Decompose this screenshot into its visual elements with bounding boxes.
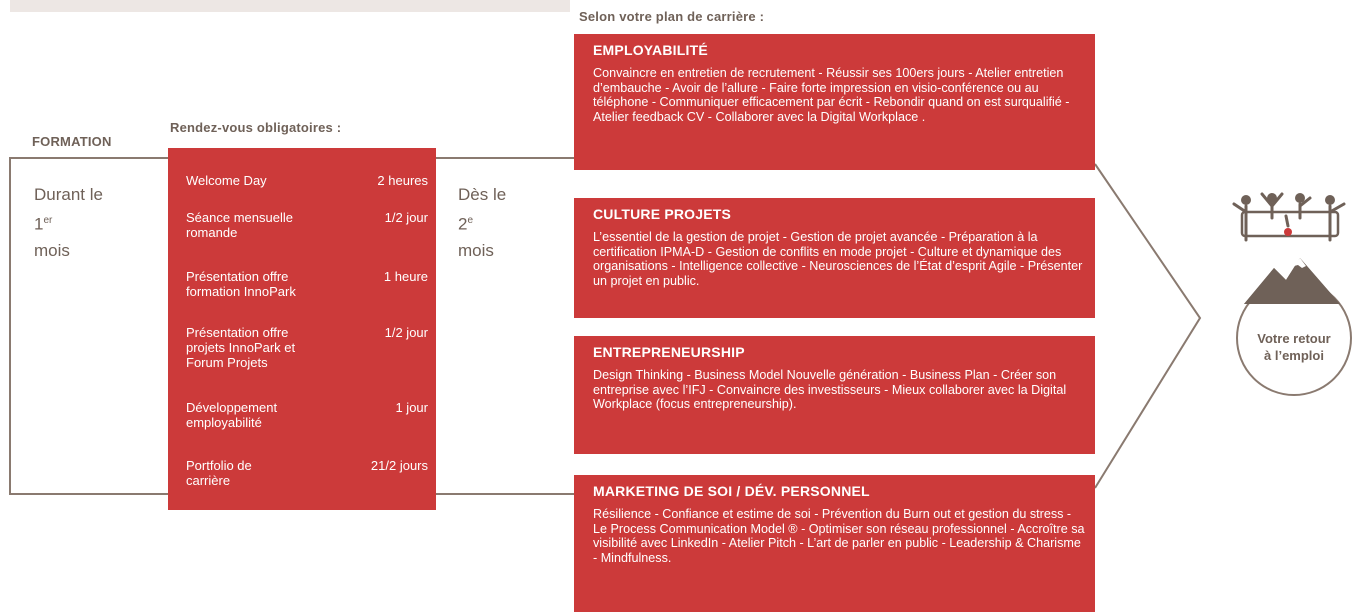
card-entrepreneurship: ENTREPRENEURSHIP Design Thinking - Busin… (574, 336, 1095, 454)
goal-label: Votre retour à l’emploi (1257, 331, 1331, 363)
card-body: Design Thinking - Business Model Nouvell… (593, 368, 1067, 411)
card-title: CULTURE PROJETS (593, 206, 732, 222)
mountain-peak-icon (1244, 258, 1340, 304)
rdv-heading: Rendez-vous obligatoires : (170, 120, 342, 135)
card-employabilite: EMPLOYABILITÉ Convaincre en entretien de… (574, 34, 1095, 170)
formation-label: FORMATION (32, 134, 112, 149)
team-icon (1232, 192, 1346, 242)
card-title: ENTREPRENEURSHIP (593, 344, 745, 360)
career-plan-heading: Selon votre plan de carrière : (579, 9, 765, 24)
rdv-panel: Welcome Day 2 heures Séance mensuelle ro… (168, 148, 436, 510)
card-body: Résilience - Confiance et estime de soi … (593, 507, 1085, 565)
card-title: EMPLOYABILITÉ (593, 42, 708, 58)
top-band (10, 0, 570, 12)
second-month-label: Dès le 2e mois (458, 185, 507, 260)
card-culture-projets: CULTURE PROJETS L’essentiel de la gestio… (574, 198, 1095, 318)
card-body: L’essentiel de la gestion de projet - Ge… (593, 230, 1083, 288)
first-month-label: Durant le 1er mois (34, 185, 103, 260)
card-body: Convaincre en entretien de recrutement -… (593, 66, 1070, 124)
card-marketing-de-soi: MARKETING DE SOI / DÉV. PERSONNEL Résili… (574, 475, 1095, 612)
card-title: MARKETING DE SOI / DÉV. PERSONNEL (593, 483, 870, 499)
arrow-chevron-icon (1094, 163, 1202, 489)
